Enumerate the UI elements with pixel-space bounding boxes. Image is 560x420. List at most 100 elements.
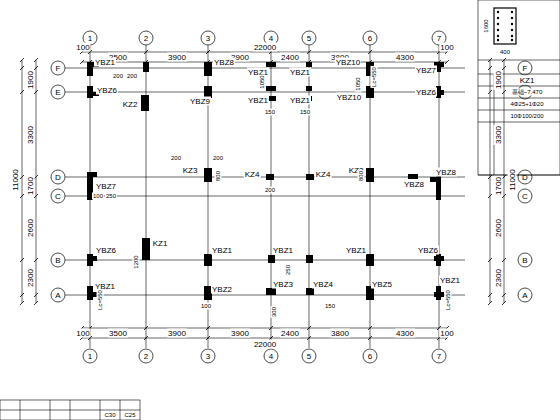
dimension-tick: [34, 194, 38, 198]
dimension-line: [82, 62, 447, 63]
rebar-dot: [511, 11, 513, 13]
dimension-tick: [307, 336, 311, 340]
table-rule: [478, 98, 560, 99]
dimension-tick: [20, 90, 24, 94]
table-rule: [478, 110, 560, 111]
dimension-tick: [502, 301, 506, 305]
axis-number: 4: [268, 34, 274, 43]
axis-bubble: [51, 85, 65, 99]
dimension-text: 100: [75, 43, 90, 52]
dimension-tick: [20, 66, 24, 70]
dimension-text: 2600: [26, 218, 35, 238]
column-section: [204, 62, 212, 76]
column-section: [306, 174, 314, 180]
dimension-text: 4300: [395, 53, 415, 62]
column-tag: YBZ6: [96, 86, 118, 95]
column-tag: YBZ7: [95, 182, 117, 191]
axis-bubble: [518, 288, 532, 302]
dimension-text: 1050: [259, 74, 266, 89]
dimension-tick: [34, 66, 38, 70]
axis-bubble: [302, 31, 316, 45]
column-section: [306, 255, 313, 263]
axis-letter: A: [521, 291, 528, 300]
axis-letter: C: [54, 192, 62, 201]
axis-number: 1: [87, 352, 93, 361]
dimension-tick: [488, 175, 492, 179]
axis-bubble: [363, 349, 377, 363]
dimension-tick: [34, 175, 38, 179]
axis-letter: F: [55, 64, 62, 73]
axis-letter: B: [521, 256, 528, 265]
column-tag: YBZ8: [213, 58, 235, 67]
dimension-text: 1700: [494, 176, 503, 196]
column-tag: YBZ1: [211, 246, 233, 255]
rebar-dot: [497, 39, 499, 41]
column-tag: YBZ8: [403, 180, 425, 189]
axis-line: [65, 177, 465, 178]
column-tag: KZ3: [182, 166, 199, 175]
dimension-text: 200: [264, 187, 276, 194]
dimension-tick: [502, 194, 506, 198]
axis-bubble: [518, 61, 532, 75]
column-tag: YBZ9: [189, 97, 211, 106]
axis-line: [65, 295, 465, 296]
column-section: [87, 256, 97, 261]
dimension-tick: [206, 326, 210, 330]
dimension-text: 200: [126, 73, 138, 80]
dimension-text: 1050: [355, 76, 362, 91]
column-section: [143, 62, 149, 72]
table-rule: [0, 410, 140, 411]
column-tag: YBZ10: [335, 58, 361, 67]
column-section: [306, 62, 312, 67]
column-section: [204, 254, 212, 266]
axis-number: 1: [87, 34, 93, 43]
dimension-tick: [20, 293, 24, 297]
axis-bubble: [51, 170, 65, 184]
dimension-tick: [488, 293, 492, 297]
rebar-dot: [497, 23, 499, 25]
column-tag: YBZ6: [95, 246, 117, 255]
column-section: [87, 172, 97, 177]
dimension-tick: [206, 336, 210, 340]
dimension-text: 3500: [108, 329, 128, 338]
column-section: [268, 255, 275, 263]
dimension-tick: [34, 90, 38, 94]
dimension-text: 100: [200, 303, 212, 310]
axis-line: [65, 260, 465, 261]
dimension-tick: [144, 336, 148, 340]
rebar-dot: [497, 35, 499, 37]
axis-letter: D: [521, 173, 529, 182]
dimension-text: 1200: [133, 254, 140, 269]
table-rule: [478, 74, 560, 75]
rebar-dot: [511, 39, 513, 41]
axis-bubble: [201, 31, 215, 45]
dimension-tick: [20, 301, 24, 305]
table-cell: 4Φ25+1Φ20: [509, 101, 544, 108]
dimension-text: 200: [170, 155, 182, 162]
axis-bubble: [139, 349, 153, 363]
dimension-tick: [488, 258, 492, 262]
dimension-text: 3900: [167, 53, 187, 62]
dimension-text: 100: [92, 193, 104, 200]
table-cell: 10Φ100/200: [509, 113, 544, 120]
dimension-text: 800: [358, 170, 365, 182]
column-section: [366, 168, 374, 182]
dimension-text: 2400: [280, 53, 300, 62]
dimension-tick: [144, 326, 148, 330]
axis-letter: B: [54, 256, 61, 265]
column-section: [366, 254, 374, 266]
dimension-text: 3300: [494, 125, 503, 145]
column-section: [266, 62, 276, 67]
axis-number: 2: [143, 352, 149, 361]
dimension-text: 1900: [26, 70, 35, 90]
column-section: [408, 174, 418, 179]
dimension-text: 800: [215, 170, 222, 182]
column-tag: YBZ1: [94, 58, 116, 67]
dimension-tick: [34, 301, 38, 305]
table-rule: [478, 60, 560, 61]
column-section: [436, 286, 441, 300]
dimension-line: [490, 60, 491, 303]
dimension-text: 11000: [11, 168, 20, 192]
dimension-tick: [368, 50, 372, 54]
